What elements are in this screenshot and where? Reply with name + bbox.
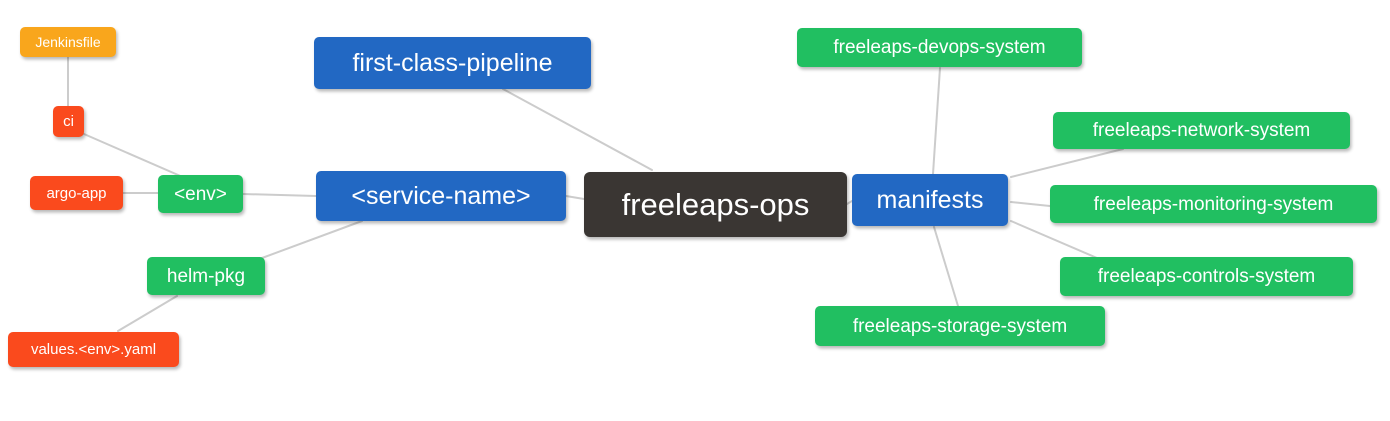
edge-helm-pkg-service-name <box>261 220 363 259</box>
node-freeleaps-monitoring-system[interactable]: freeleaps-monitoring-system <box>1050 185 1377 223</box>
edge-service-name-freeleaps-ops <box>565 195 585 200</box>
node-freeleaps-ops-root[interactable]: freeleaps-ops <box>584 172 847 237</box>
node-first-class-pipeline[interactable]: first-class-pipeline <box>314 37 591 89</box>
edge-env-service-name <box>242 193 317 197</box>
edge-first-class-pipeline-freeleaps-ops <box>502 88 653 171</box>
edge-manifests-controls-system <box>1010 220 1098 259</box>
node-freeleaps-controls-system[interactable]: freeleaps-controls-system <box>1060 257 1353 296</box>
edge-ci-env <box>83 133 186 179</box>
edge-manifests-network-system <box>1010 148 1124 178</box>
node-values-env-yaml[interactable]: values.<env>.yaml <box>8 332 179 367</box>
node-ci[interactable]: ci <box>53 106 84 137</box>
node-helm-pkg[interactable]: helm-pkg <box>147 257 265 295</box>
edge-freeleaps-ops-manifests <box>846 200 853 205</box>
node-argo-app[interactable]: argo-app <box>30 176 123 210</box>
node-jenkinsfile[interactable]: Jenkinsfile <box>20 27 116 57</box>
edge-manifests-storage-system <box>933 226 959 307</box>
node-service-name[interactable]: <service-name> <box>316 171 566 221</box>
edge-values-yaml-helm-pkg <box>117 295 178 332</box>
node-freeleaps-network-system[interactable]: freeleaps-network-system <box>1053 112 1350 149</box>
node-freeleaps-devops-system[interactable]: freeleaps-devops-system <box>797 28 1082 67</box>
edge-manifests-devops-system <box>932 67 941 175</box>
edge-manifests-monitoring-system <box>1010 201 1051 207</box>
node-manifests[interactable]: manifests <box>852 174 1008 226</box>
node-env[interactable]: <env> <box>158 175 243 213</box>
node-freeleaps-storage-system[interactable]: freeleaps-storage-system <box>815 306 1105 346</box>
